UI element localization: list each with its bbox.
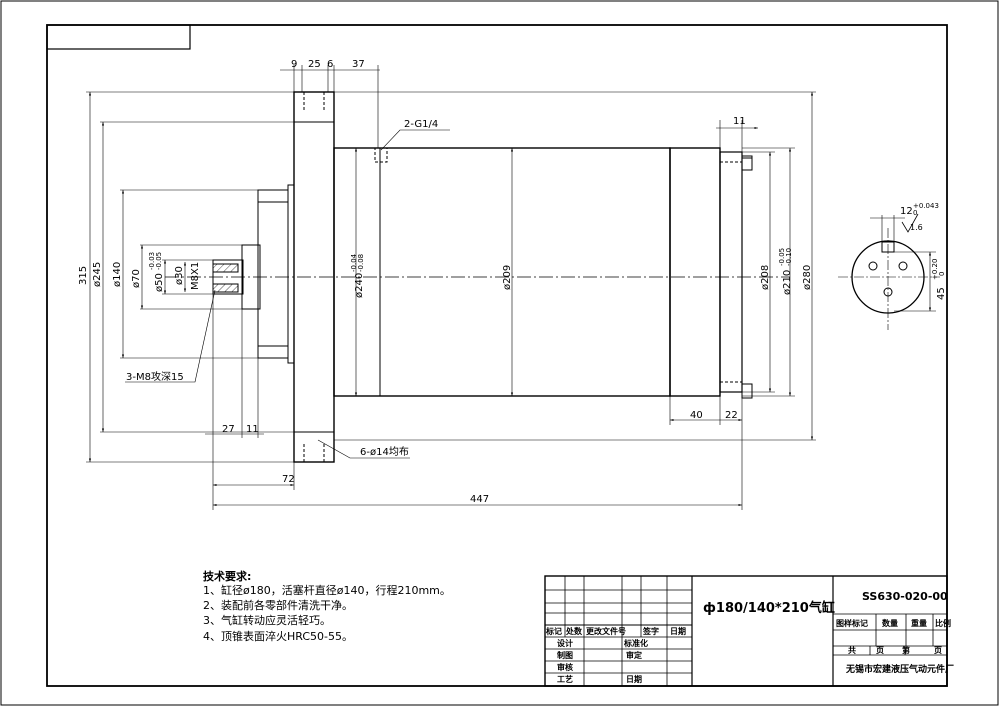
dim-245: ø245: [92, 262, 103, 287]
note-4: 4、顶锥表面淬火HRC50-55。: [203, 629, 353, 643]
dim-72: 72: [282, 474, 295, 485]
dim-50-tol-up: -0.03: [148, 252, 156, 270]
thread-m8x1: M8X1: [190, 262, 201, 290]
label-sheet: 第: [902, 645, 910, 655]
dim-37: 37: [352, 59, 365, 70]
rev-date: 日期: [670, 626, 686, 636]
dim-240: ø240 -0.04 -0.08: [350, 253, 365, 298]
key-tol-low: 0: [913, 209, 917, 217]
dim-280: ø280: [802, 265, 813, 290]
port-label: 2-G1/4: [404, 119, 438, 130]
title-block-text: ф180/140*210气缸 SS630-020-00 标记 处数 更改文件号 …: [545, 590, 954, 684]
dim-315: 315: [78, 266, 89, 285]
dim-40: 40: [690, 410, 703, 421]
svg-text:ø210: ø210: [782, 270, 793, 295]
dim-11-top: 11: [733, 116, 746, 127]
company-name: 无锡市宏建液压气动元件厂: [845, 663, 954, 675]
dim-447: 447: [470, 494, 489, 505]
drawing-number: SS630-020-00: [862, 590, 948, 603]
depth-45: 45: [936, 287, 947, 300]
label-weight: 重量: [911, 618, 927, 628]
dim-9: 9: [291, 59, 297, 70]
dim-6: 6: [327, 59, 333, 70]
label-process: 工艺: [557, 674, 573, 684]
note-3: 3、气缸转动应灵活轻巧。: [203, 613, 331, 627]
label-sheet-unit: 页: [934, 646, 942, 655]
label-draw: 制图: [557, 650, 573, 660]
label-check: 审定: [626, 650, 642, 660]
key-tol-up: +0.043: [913, 202, 939, 210]
label-sample-mark: 图样标记: [836, 618, 868, 628]
note-2: 2、装配前各零部件清洗干净。: [203, 598, 353, 612]
rev-mark: 标记: [545, 626, 562, 636]
key-width: 12: [900, 206, 913, 217]
depth-tol-up: +0.20: [931, 259, 939, 280]
label-scale: 比例: [935, 618, 951, 628]
dimension-lines: [86, 65, 816, 510]
dim-27: 27: [222, 424, 235, 435]
dim-50-tol-low: -0.05: [155, 252, 163, 270]
label-date: 日期: [626, 674, 642, 684]
dim-210: ø210 -0.05 -0.10: [778, 248, 793, 295]
cylinder-main-view: [165, 91, 790, 463]
rev-doc: 更改文件号: [586, 626, 626, 636]
section-labels: 12 +0.043 0 1.6 45 +0.20 0: [900, 202, 947, 300]
dim-210-tol-up: -0.05: [778, 248, 786, 266]
svg-text:ø50: ø50: [154, 273, 165, 292]
label-standard: 标准化: [623, 638, 648, 648]
part-name: ф180/140*210气缸: [703, 600, 835, 616]
label-total-unit: 页: [876, 646, 884, 655]
label-review: 审核: [557, 662, 573, 672]
d14-holes-label: 6-ø14均布: [360, 446, 409, 458]
roughness-value: 1.6: [910, 223, 923, 232]
dim-240-tol-up: -0.04: [350, 253, 358, 272]
dim-208: ø208: [760, 265, 771, 290]
depth-tol-low: 0: [938, 272, 946, 276]
title-block: [544, 575, 948, 687]
dim-30: ø30: [174, 266, 185, 285]
technical-requirements: 技术要求: 1、缸径ø180，活塞杆直径ø140，行程210mm。 2、装配前各…: [203, 569, 451, 643]
shaft-section-view: [838, 213, 940, 330]
dim-140: ø140: [112, 262, 123, 287]
rev-count: 处数: [565, 626, 583, 636]
dim-22: 22: [725, 410, 738, 421]
m8-holes-label: 3-M8攻深15: [126, 370, 184, 383]
dim-70: ø70: [131, 269, 142, 288]
label-design: 设计: [557, 638, 573, 648]
dim-11-bottom: 11: [246, 424, 259, 435]
label-quantity: 数量: [882, 618, 898, 628]
rev-sign: 签字: [642, 626, 659, 636]
svg-text:ø240: ø240: [354, 273, 365, 298]
dim-209: ø209: [502, 265, 513, 290]
dim-50: ø50 -0.03 -0.05: [148, 252, 165, 292]
note-1: 1、缸径ø180，活塞杆直径ø140，行程210mm。: [203, 583, 451, 597]
dimension-labels: 9 25 6 37 2-G1/4 11 315 ø245 ø140 ø70 ø5…: [78, 59, 813, 505]
notes-title: 技术要求:: [203, 569, 251, 583]
label-total: 共: [848, 645, 856, 655]
dim-210-tol-low: -0.10: [785, 248, 793, 266]
dim-25: 25: [308, 59, 321, 70]
dim-240-tol-low: -0.08: [357, 254, 365, 272]
